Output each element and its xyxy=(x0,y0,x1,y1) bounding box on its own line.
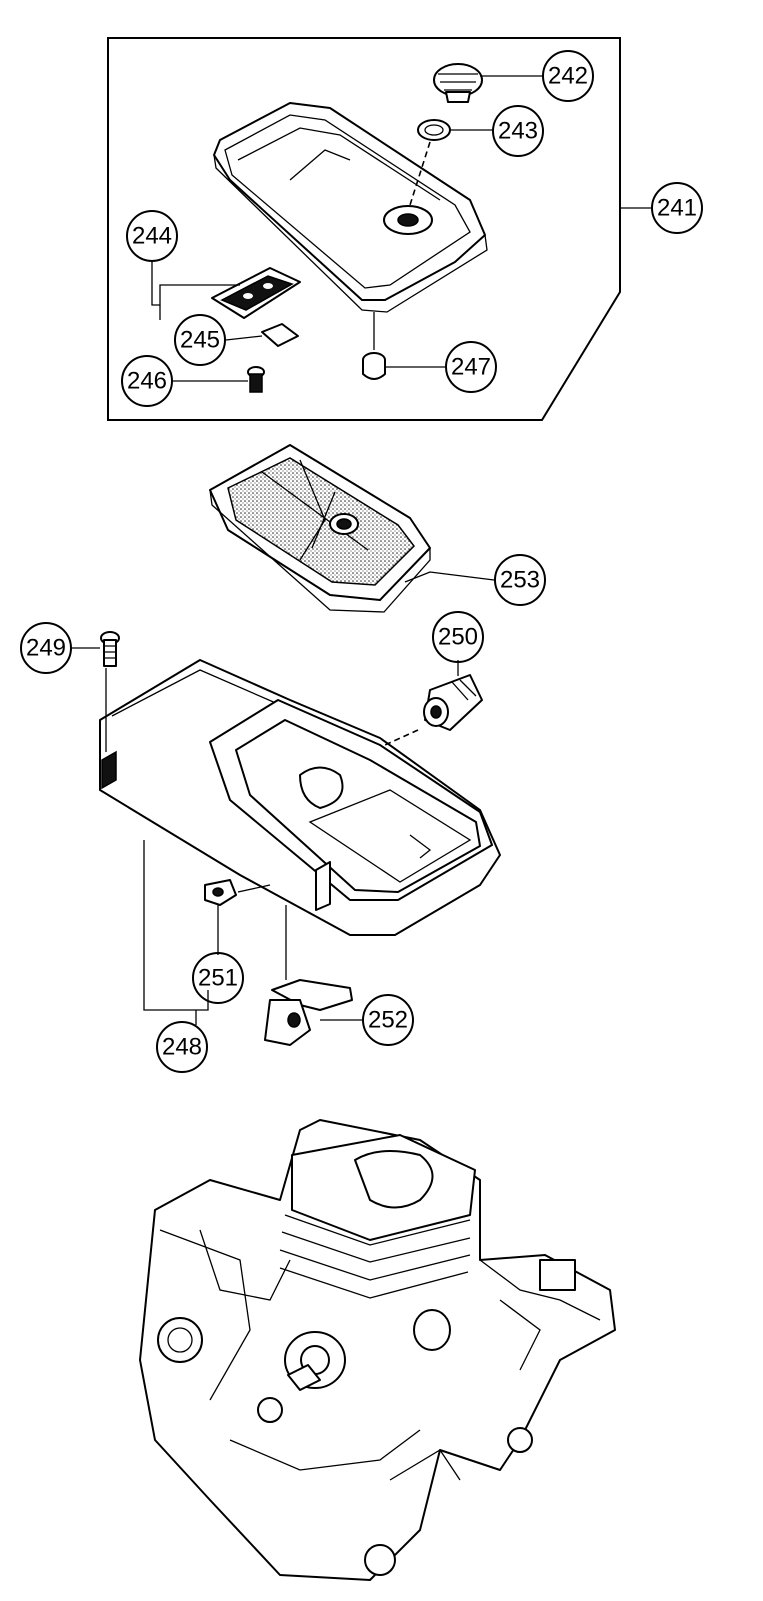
plug-part xyxy=(204,879,237,906)
screw-part xyxy=(247,366,265,393)
svg-text:249: 249 xyxy=(26,635,66,662)
callout-241: 241 xyxy=(651,182,703,234)
svg-text:241: 241 xyxy=(657,195,697,222)
callout-249: 249 xyxy=(20,622,72,674)
svg-text:243: 243 xyxy=(498,118,538,145)
svg-text:246: 246 xyxy=(127,368,167,395)
callout-244: 244 xyxy=(126,210,178,262)
svg-text:253: 253 xyxy=(500,567,540,594)
callout-243: 243 xyxy=(492,105,544,157)
grommet-part xyxy=(423,674,483,731)
svg-text:242: 242 xyxy=(548,63,588,90)
housing-part xyxy=(99,659,501,936)
engine-crankcase-assembly xyxy=(139,1119,616,1581)
svg-text:248: 248 xyxy=(162,1034,202,1061)
callout-242: 242 xyxy=(542,50,594,102)
leader-245 xyxy=(225,335,263,341)
callout-250: 250 xyxy=(432,611,484,663)
air-filter-part xyxy=(209,444,431,613)
callout-253: 253 xyxy=(494,554,546,606)
callout-252: 252 xyxy=(362,994,414,1046)
nut-part xyxy=(362,352,386,380)
callout-245: 245 xyxy=(174,314,226,366)
callout-247: 247 xyxy=(445,341,497,393)
svg-text:245: 245 xyxy=(180,327,220,354)
bolt-part xyxy=(100,631,120,667)
svg-text:252: 252 xyxy=(368,1007,408,1034)
svg-text:250: 250 xyxy=(438,624,478,651)
svg-text:244: 244 xyxy=(132,223,172,250)
top-cover-part xyxy=(213,102,488,313)
gasket-plate-part xyxy=(211,267,301,319)
svg-text:247: 247 xyxy=(451,354,491,381)
callout-248: 248 xyxy=(156,1021,208,1073)
callout-251: 251 xyxy=(192,952,244,1004)
pad-part xyxy=(261,323,299,347)
lever-part xyxy=(264,979,353,1046)
leader-253 xyxy=(404,571,495,583)
assembly-group-frame xyxy=(107,37,621,421)
callout-246: 246 xyxy=(121,355,173,407)
svg-text:251: 251 xyxy=(198,965,238,992)
knob-part xyxy=(433,63,483,103)
o-ring-part xyxy=(417,119,451,141)
